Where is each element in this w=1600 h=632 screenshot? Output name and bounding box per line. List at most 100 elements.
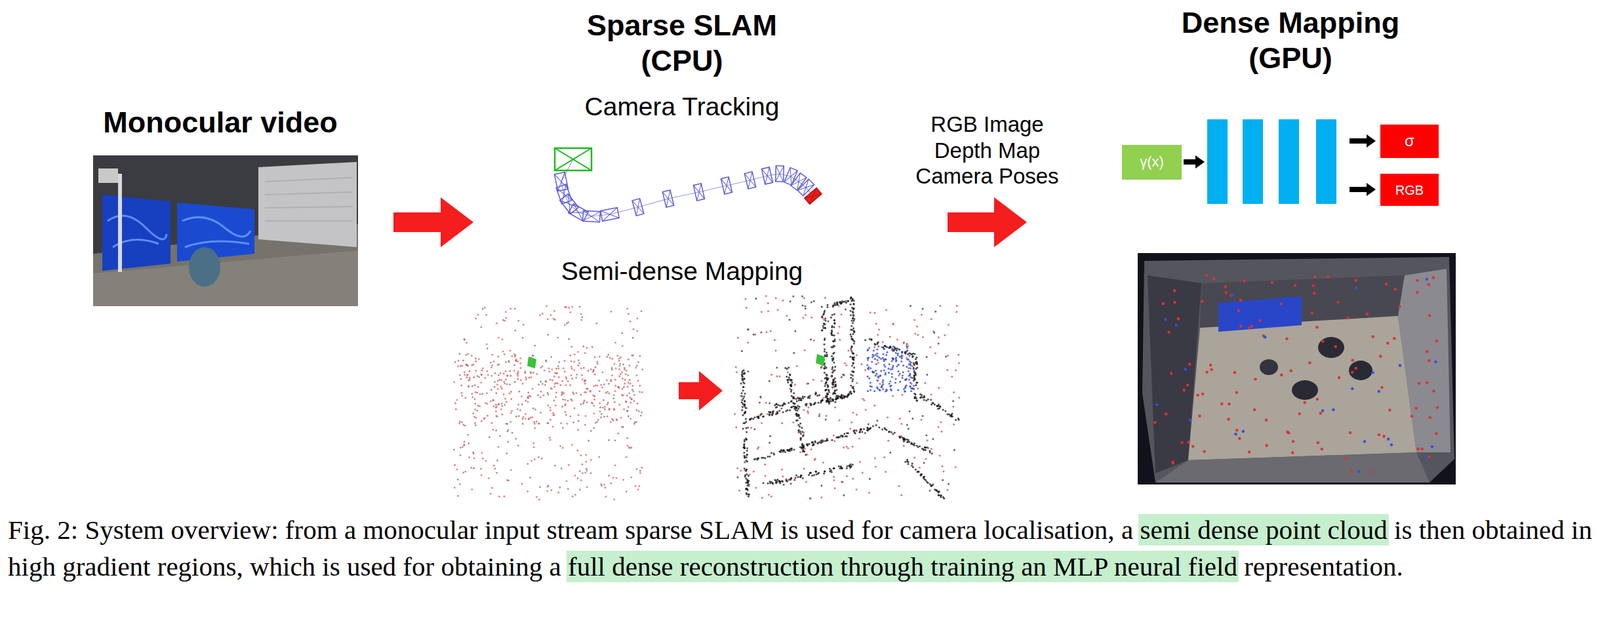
map-point [613,401,616,404]
map-point [462,472,465,475]
map-point [580,367,583,370]
map-point [470,488,473,491]
map-point [852,307,855,310]
map-point [567,464,570,467]
map-point [859,428,862,431]
map-point [490,375,493,378]
map-point [840,376,843,379]
map-point [790,381,793,384]
map-point [460,378,463,381]
map-point [626,374,629,377]
camera-pose [744,171,756,189]
map-point [590,368,593,371]
map-point [761,481,764,484]
map-point [474,317,477,320]
map-point [577,428,580,431]
map-point [754,333,757,336]
map-point [817,472,820,475]
map-point [609,420,612,423]
map-point [896,347,899,350]
map-point [514,308,517,311]
map-point [826,384,829,387]
camera-frustum [662,190,674,208]
map-point [781,480,784,483]
map-point [853,331,856,334]
map-point [456,468,459,471]
map-point [889,345,892,348]
map-point [927,398,930,401]
map-point [833,313,836,316]
map-point [834,380,837,383]
map-point [463,339,466,341]
map-point [803,396,806,399]
map-point [465,363,468,366]
map-point [788,478,791,481]
map-point [595,322,598,325]
map-point [849,466,852,469]
map-point [923,461,926,464]
map-point [579,470,581,473]
map-point [792,295,795,298]
map-point [816,394,819,397]
map-point [549,439,552,442]
map-point [561,405,564,408]
map-point [521,337,524,340]
map-point [906,349,909,352]
map-point [496,459,499,462]
map-point [498,495,501,498]
map-point [497,337,500,340]
map-point [876,333,879,336]
map-point [526,462,529,465]
map-point [638,355,641,358]
map-point [899,355,901,358]
map-point [472,363,475,366]
map-point [468,379,471,381]
map-point [897,363,900,366]
map-point [803,304,806,307]
map-point [483,377,486,380]
map-point [620,332,623,335]
map-point [584,382,587,385]
map-point [503,403,506,406]
map-point [501,413,504,416]
map-point [520,395,523,398]
map-point [822,327,825,330]
map-point [581,378,584,381]
map-point [744,410,747,413]
map-point [796,400,799,403]
map-point [771,482,774,485]
map-point [625,369,628,372]
map-point [852,362,855,365]
map-point [851,310,854,313]
map-point [828,400,831,402]
map-point [742,443,745,446]
map-point [887,440,890,442]
map-point [576,449,579,452]
map-point [594,422,597,425]
map-point [481,393,484,396]
map-point [779,404,781,407]
map-point [555,382,558,385]
map-point [837,436,840,439]
map-point [748,474,751,477]
map-point [466,374,469,377]
map-point [851,380,854,383]
map-point [625,490,628,493]
map-point [916,444,919,447]
map-point [614,379,617,381]
map-point [888,363,891,366]
map-point [847,393,850,396]
map-point [821,399,824,402]
map-point [462,360,465,362]
map-point [636,409,639,412]
map-point [833,385,836,388]
map-point [620,371,623,374]
map-point [545,360,548,363]
map-point [459,420,461,423]
map-point [614,341,617,344]
map-point [859,428,862,431]
camera-pose [662,190,674,208]
map-point [585,346,588,349]
map-point [493,380,496,383]
map-point [852,371,855,374]
